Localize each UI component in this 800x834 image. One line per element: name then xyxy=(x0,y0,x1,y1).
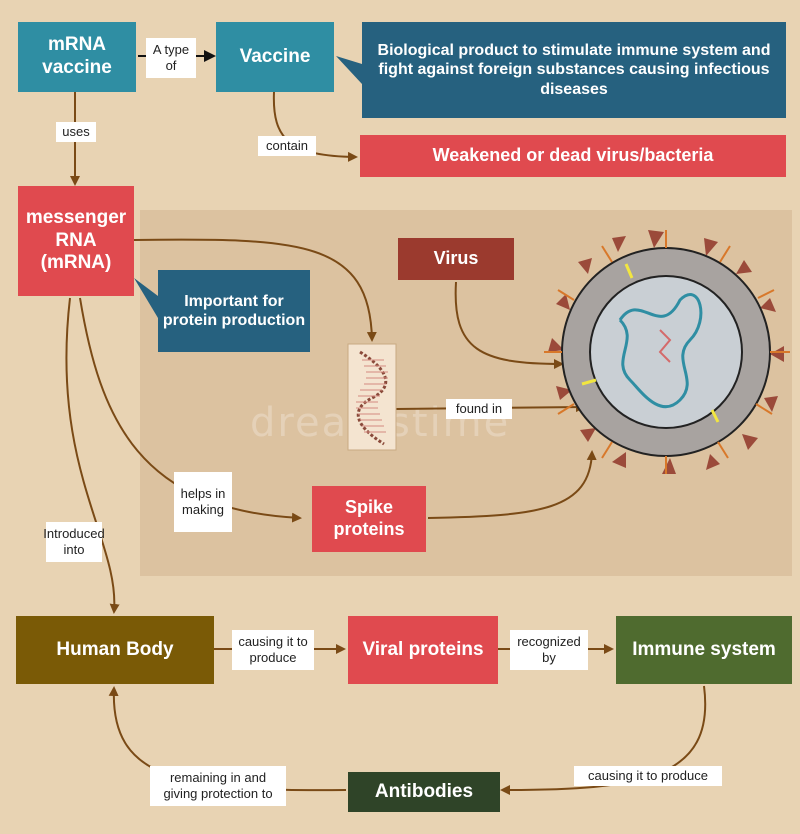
node-vaccine-definition-label: Biological product to stimulate immune s… xyxy=(377,42,771,98)
label-recognized-by: recognized by xyxy=(510,630,588,670)
label-introduced-into: Introduced into xyxy=(43,522,105,562)
edge-spike-to-virus xyxy=(427,450,597,519)
node-viral-proteins-label: Viral proteins xyxy=(362,638,484,660)
node-mrna-vaccine: mRNA vaccine xyxy=(18,22,136,92)
label-remaining-in: remaining in and giving protection to xyxy=(150,766,286,806)
node-messenger-rna-label: messenger RNA (mRNA) xyxy=(25,206,127,274)
node-antibodies: Antibodies xyxy=(348,772,500,812)
node-spike-proteins: Spike proteins xyxy=(312,486,426,552)
node-messenger-rna: messenger RNA (mRNA) xyxy=(18,186,134,296)
label-helps-in-making: helps in making xyxy=(174,472,232,532)
mrna-strand-illustration xyxy=(347,343,397,451)
node-vaccine: Vaccine xyxy=(216,22,334,92)
node-human-body: Human Body xyxy=(16,616,214,684)
label-causing-produce-2: causing it to produce xyxy=(574,766,722,786)
callout-pointer-vaccine xyxy=(336,56,362,84)
node-weakened-virus-label: Weakened or dead virus/bacteria xyxy=(432,145,714,166)
callout-pointer-protein xyxy=(134,278,158,318)
node-important-protein-label: Important for protein production xyxy=(162,292,306,329)
label-found-in: found in xyxy=(446,399,512,419)
node-human-body-label: Human Body xyxy=(56,638,174,660)
node-virus-label: Virus xyxy=(433,248,479,269)
label-contain: contain xyxy=(258,136,316,156)
node-mrna-vaccine-label: mRNA vaccine xyxy=(42,34,112,78)
node-viral-proteins: Viral proteins xyxy=(348,616,498,684)
node-spike-proteins-label: Spike proteins xyxy=(333,497,405,539)
node-immune-system: Immune system xyxy=(616,616,792,684)
label-uses: uses xyxy=(56,122,96,142)
node-weakened-virus: Weakened or dead virus/bacteria xyxy=(360,135,786,177)
edge-introduced-into xyxy=(65,297,120,614)
label-causing-produce-1: causing it to produce xyxy=(232,630,314,670)
node-antibodies-label: Antibodies xyxy=(374,780,474,802)
edge-virus-label xyxy=(454,281,564,369)
node-vaccine-definition: Biological product to stimulate immune s… xyxy=(362,22,786,118)
node-vaccine-label: Vaccine xyxy=(239,45,311,67)
edge-mrna-to-strand xyxy=(133,238,377,342)
node-important-protein: Important for protein production xyxy=(158,270,310,352)
node-virus: Virus xyxy=(398,238,514,280)
label-a-type-of: A type of xyxy=(146,38,196,78)
node-immune-system-label: Immune system xyxy=(632,638,776,660)
edge-helps-in-making xyxy=(79,297,302,523)
virus-illustration xyxy=(544,230,790,474)
